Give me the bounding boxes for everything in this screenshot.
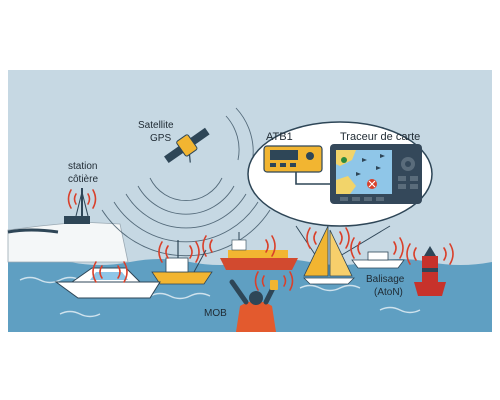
aton-label-line1: Balisage bbox=[366, 274, 405, 285]
station-label-line2: côtière bbox=[68, 174, 98, 185]
ais-transponder-icon bbox=[263, 145, 330, 185]
satellite-label-line1: Satellite bbox=[138, 120, 174, 131]
chart-plotter-icon bbox=[330, 144, 422, 204]
satellite-signal-rings bbox=[101, 107, 271, 257]
sailboat-signal bbox=[306, 227, 350, 249]
station-label-line1: station bbox=[68, 161, 97, 172]
coastal-station-signal bbox=[67, 189, 97, 209]
mob-label: MOB bbox=[204, 308, 227, 319]
cargo-ship-icon bbox=[220, 232, 298, 270]
mob-signal bbox=[254, 271, 294, 291]
sea-wave bbox=[149, 292, 211, 300]
sea-wave bbox=[299, 284, 361, 292]
sea-wave bbox=[59, 310, 101, 318]
motorboat-icon bbox=[351, 251, 405, 269]
buoy-signal bbox=[406, 243, 454, 265]
fishing-boat-icon bbox=[151, 240, 213, 285]
satellite-icon bbox=[164, 127, 210, 164]
small-boat-signal bbox=[350, 237, 404, 259]
cargo-ship-signal bbox=[202, 235, 276, 257]
buoy-icon bbox=[414, 246, 446, 296]
atb1-label: ATB1 bbox=[266, 131, 293, 143]
aton-label-line2: (AtoN) bbox=[374, 287, 403, 298]
plotter-label: Traceur de carte bbox=[340, 131, 420, 143]
sailboat-icon bbox=[303, 225, 355, 285]
fishing-boat-signal bbox=[158, 241, 200, 263]
sea-wave bbox=[19, 276, 81, 284]
sea-wave bbox=[379, 306, 421, 314]
satellite-label-line2: GPS bbox=[150, 133, 171, 144]
motorboat-icon bbox=[54, 267, 161, 299]
coastal-station-icon bbox=[7, 188, 129, 263]
motorboat-signal bbox=[92, 261, 128, 283]
person-overboard-icon bbox=[229, 279, 278, 332]
